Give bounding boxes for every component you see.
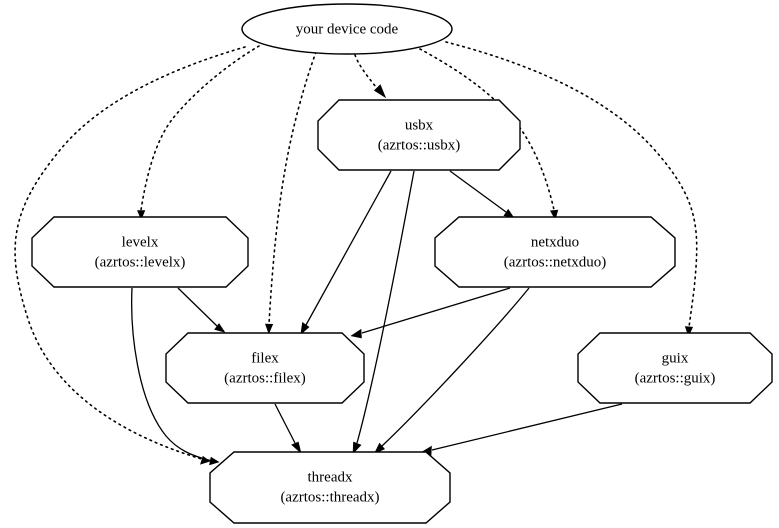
netxduo-label: netxduo	[531, 234, 579, 250]
edge-group-dotted	[14, 41, 698, 465]
threadx-octagon	[209, 451, 451, 524]
edge-netxduo-to-threadx	[373, 287, 530, 455]
netxduo-octagon	[434, 216, 676, 288]
guix-namespace-label: (azrtos::guix)	[635, 370, 716, 386]
levelx-label: levelx	[122, 234, 159, 250]
edge-group-solid	[131, 170, 623, 466]
levelx-octagon	[31, 216, 249, 288]
device-code-ellipse	[241, 3, 453, 55]
edge-usbx-to-netxduo	[449, 170, 515, 219]
edge-usbx-to-threadx	[352, 170, 415, 455]
edge-device-to-levelx	[137, 45, 260, 221]
edge-netxduo-to-filex	[350, 287, 511, 339]
node-netxduo[interactable]: netxduo (azrtos::netxduo)	[434, 216, 676, 288]
filex-namespace-label: (azrtos::filex)	[224, 370, 306, 386]
node-your-device-code[interactable]: your device code	[241, 3, 453, 55]
edge-usbx-to-filex	[300, 170, 392, 335]
node-filex[interactable]: filex (azrtos::filex)	[165, 332, 365, 404]
node-threadx[interactable]: threadx (azrtos::threadx)	[209, 451, 451, 524]
edge-levelx-to-filex	[177, 287, 226, 333]
filex-octagon	[165, 332, 365, 404]
guix-octagon	[577, 332, 773, 404]
netxduo-namespace-label: (azrtos::netxduo)	[504, 254, 606, 270]
edge-device-to-netxduo	[419, 48, 559, 221]
edge-guix-to-threadx	[420, 403, 623, 457]
edge-device-to-filex	[264, 51, 317, 335]
edge-device-to-guix	[445, 41, 698, 338]
usbx-octagon	[317, 99, 521, 171]
edge-levelx-to-threadx	[131, 287, 220, 466]
device-code-label: your device code	[296, 21, 399, 37]
usbx-namespace-label: (azrtos::usbx)	[378, 137, 460, 153]
filex-label: filex	[251, 350, 279, 366]
usbx-label: usbx	[405, 117, 434, 133]
edge-filex-to-threadx	[274, 403, 302, 454]
node-usbx[interactable]: usbx (azrtos::usbx)	[317, 99, 521, 171]
threadx-label: threadx	[308, 469, 353, 485]
guix-label: guix	[662, 350, 689, 366]
node-guix[interactable]: guix (azrtos::guix)	[577, 332, 773, 404]
threadx-namespace-label: (azrtos::threadx)	[280, 489, 379, 505]
levelx-namespace-label: (azrtos::levelx)	[95, 254, 186, 270]
node-levelx[interactable]: levelx (azrtos::levelx)	[31, 216, 249, 288]
edge-device-to-usbx	[354, 54, 387, 99]
